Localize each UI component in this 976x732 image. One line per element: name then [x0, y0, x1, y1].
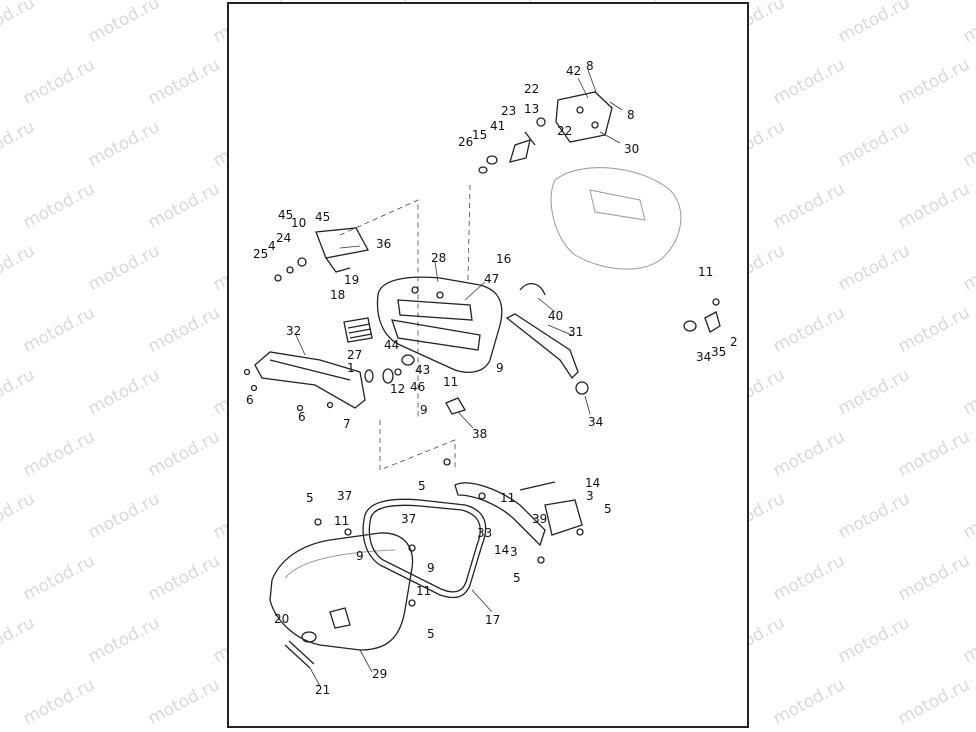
callout-14: 14 [494, 543, 509, 557]
callout-22: 22 [557, 124, 572, 138]
callout-9: 9 [496, 361, 504, 375]
ghost-trunk-outline [550, 167, 682, 270]
callout-41: 41 [490, 119, 505, 133]
callout-20: 20 [274, 612, 289, 626]
callout-6: 6 [298, 410, 306, 424]
callout-38: 38 [472, 427, 487, 441]
callout-34: 34 [696, 350, 711, 364]
callout-44: 44 [384, 338, 399, 352]
callout-5: 5 [604, 502, 612, 516]
lid-support-arm [454, 481, 583, 547]
callout-42: 42 [566, 64, 581, 78]
latch-bracket-part [445, 397, 466, 415]
support-strap-part [505, 283, 589, 395]
saddlebag-lid-part [269, 532, 414, 651]
callout-39: 39 [532, 512, 547, 526]
callout-22: 22 [524, 82, 539, 96]
callout-45: 45 [278, 208, 293, 222]
callout-28: 28 [431, 251, 446, 265]
guard-rail-part [254, 351, 366, 409]
lid-seal-gasket [362, 498, 487, 599]
callout-27: 27 [347, 348, 362, 362]
callout-9: 9 [427, 561, 435, 575]
release-knob-part [284, 631, 317, 669]
callout-5: 5 [306, 491, 314, 505]
saddlebag-liner-part [376, 276, 503, 373]
callout-11: 11 [334, 514, 349, 528]
mount-bracket-part [274, 227, 369, 282]
callout-12: 12 [390, 382, 405, 396]
callout-24: 24 [276, 231, 291, 245]
callout-43: 43 [415, 363, 430, 377]
callout-11: 11 [698, 265, 713, 279]
callout-40: 40 [548, 309, 563, 323]
callout-8: 8 [586, 59, 594, 73]
callout-31: 31 [568, 325, 583, 339]
side-mount-hardware [683, 298, 721, 333]
callout-26: 26 [458, 135, 473, 149]
callout-23: 23 [501, 104, 516, 118]
callout-29: 29 [372, 667, 387, 681]
callout-11: 11 [500, 491, 515, 505]
callout-5: 5 [427, 627, 435, 641]
callout-11: 11 [443, 375, 458, 389]
callout-3: 3 [586, 489, 594, 503]
callout-labels: 1 2 3 3 4 5 5 5 5 5 6 6 7 8 8 9 9 9 9 10… [246, 59, 738, 697]
callout-36: 36 [376, 237, 391, 251]
callout-37: 37 [401, 512, 416, 526]
callout-34: 34 [588, 415, 603, 429]
callout-11: 11 [416, 584, 431, 598]
callout-32: 32 [286, 324, 301, 338]
callout-2: 2 [730, 335, 738, 349]
callout-7: 7 [343, 417, 351, 431]
callout-19: 19 [344, 273, 359, 287]
callout-18: 18 [330, 288, 345, 302]
fastener-group [243, 368, 584, 607]
callout-21: 21 [315, 683, 330, 697]
callout-1: 1 [347, 361, 355, 375]
callout-10: 10 [291, 216, 306, 230]
callout-3: 3 [510, 545, 518, 559]
callout-8: 8 [627, 108, 635, 122]
hinge-pin-hardware [364, 354, 415, 384]
callout-25: 25 [253, 247, 268, 261]
callout-9: 9 [356, 549, 364, 563]
callout-6: 6 [246, 393, 254, 407]
diagram-frame [227, 2, 749, 728]
vent-grille-part [343, 317, 373, 343]
callout-9: 9 [420, 403, 428, 417]
callout-16: 16 [496, 252, 511, 266]
callout-37: 37 [337, 489, 352, 503]
callout-5: 5 [418, 479, 426, 493]
callout-35: 35 [711, 345, 726, 359]
callout-46: 46 [410, 380, 425, 394]
callout-30: 30 [624, 142, 639, 156]
callout-45: 45 [315, 210, 330, 224]
callout-13: 13 [524, 102, 539, 116]
callout-14: 14 [585, 476, 600, 490]
callout-4: 4 [268, 239, 276, 253]
callout-17: 17 [485, 613, 500, 627]
assembly-guide-lines [339, 184, 471, 471]
latch-hardware-part [478, 117, 546, 174]
callout-47: 47 [484, 272, 499, 286]
callout-15: 15 [472, 128, 487, 142]
callout-5: 5 [513, 571, 521, 585]
callout-33: 33 [477, 526, 492, 540]
leader-lines [295, 69, 623, 687]
